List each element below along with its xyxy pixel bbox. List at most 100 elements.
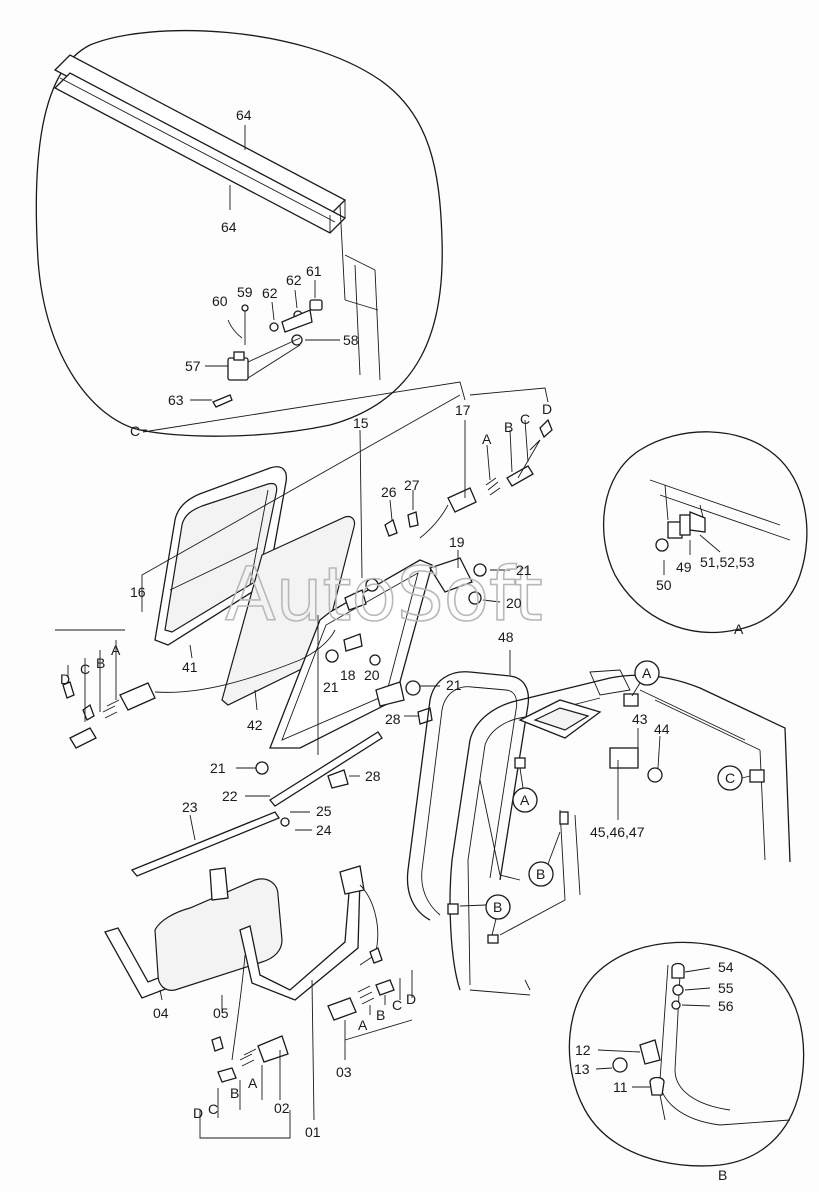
- callout-21: 21: [446, 677, 462, 693]
- callout-17: 17: [455, 402, 471, 418]
- key-03-d: D: [406, 991, 416, 1007]
- callout-20: 20: [506, 595, 522, 611]
- callout-50: 50: [656, 577, 672, 593]
- callout-18: 18: [340, 667, 356, 683]
- callout-21: 21: [210, 760, 226, 776]
- key-17-d: D: [542, 401, 552, 417]
- key-17-a: A: [482, 431, 492, 447]
- callout-48: 48: [498, 629, 514, 645]
- ref-letter-a: A: [642, 665, 652, 681]
- key-03-c: C: [392, 997, 402, 1013]
- ref-circle-a-cab-top: A: [631, 660, 660, 697]
- ref-circle-b-lower: B: [459, 894, 511, 936]
- letter-labels: C A B A B C D A B C D A B C D A B C D: [60, 401, 744, 1183]
- ref-circle-a-cab-side: A: [512, 767, 538, 813]
- detail-c-letter: C: [130, 423, 140, 439]
- detail-a-bubble: [602, 431, 808, 634]
- leader-lines-cab: [617, 728, 661, 820]
- key-02-b: B: [230, 1085, 239, 1101]
- callout-25: 25: [316, 803, 332, 819]
- callout-43: 43: [632, 711, 648, 727]
- callout-01: 01: [305, 1124, 321, 1140]
- callout-11: 11: [613, 1079, 628, 1095]
- door-frame-assembly-15: [269, 511, 487, 755]
- callout-22: 22: [222, 788, 238, 804]
- key-03-b: B: [376, 1007, 385, 1023]
- callout-62: 62: [286, 272, 302, 288]
- ref-circle-c-cab: C: [717, 765, 751, 791]
- callout-62: 62: [262, 285, 278, 301]
- callout-51-52-53: 51,52,53: [700, 554, 755, 570]
- door-seal-part-48: [406, 650, 530, 921]
- watermark-text: AutoSoft: [225, 552, 543, 638]
- callout-02: 02: [274, 1100, 290, 1116]
- sliding-glass-part-42: [221, 515, 356, 706]
- detail-b-letter: B: [718, 1167, 727, 1183]
- hinge-parts-57-63: [212, 299, 323, 408]
- callout-57: 57: [185, 358, 201, 374]
- detail-b-bubble: [568, 941, 805, 1167]
- callout-26: 26: [381, 484, 397, 500]
- latch-part-02: [199, 1035, 291, 1139]
- callout-56: 56: [718, 998, 734, 1014]
- detail-a-letter: A: [734, 621, 744, 637]
- callout-27: 27: [404, 477, 420, 493]
- guide-rail-22-23: [130, 731, 383, 877]
- callout-labels: 64 64 61 62 62 59 60 57 58 63 15 17 16 2…: [130, 107, 755, 1140]
- callout-24: 24: [316, 822, 332, 838]
- key-16-d: D: [60, 671, 70, 687]
- callout-59: 59: [237, 284, 253, 300]
- key-17-c: C: [520, 411, 530, 427]
- callout-15: 15: [353, 415, 369, 431]
- callout-55: 55: [718, 980, 734, 996]
- ref-letter-b: B: [536, 866, 545, 882]
- ref-letter-c: C: [725, 770, 735, 786]
- callout-21: 21: [323, 679, 339, 695]
- glass-panel-part-05: [154, 867, 283, 1012]
- latch-part-17: [419, 418, 553, 539]
- callout-23: 23: [182, 799, 198, 815]
- leader-lines-detail-c: [190, 125, 340, 401]
- callout-64: 64: [221, 219, 237, 235]
- ref-circle-b-upper: B: [528, 831, 561, 887]
- key-02-a: A: [248, 1075, 258, 1091]
- callout-54: 54: [718, 959, 734, 975]
- callout-04: 04: [153, 1005, 169, 1021]
- callout-44: 44: [654, 721, 670, 737]
- key-17-b: B: [504, 419, 513, 435]
- callout-05: 05: [213, 1005, 229, 1021]
- weather-strip-part-64: [53, 54, 347, 234]
- callout-28: 28: [385, 711, 401, 727]
- callout-03: 03: [336, 1064, 352, 1080]
- key-16-c: C: [80, 661, 90, 677]
- cab-corner-detail-c: [339, 204, 381, 381]
- leader-lines-main: [55, 381, 549, 841]
- callout-41: 41: [182, 659, 198, 675]
- latch-part-03: [327, 947, 413, 1060]
- latch-part-16: [62, 629, 336, 749]
- callout-60: 60: [212, 293, 228, 309]
- callout-28: 28: [365, 768, 381, 784]
- callout-42: 42: [247, 717, 263, 733]
- key-16-a: A: [111, 642, 121, 658]
- key-02-c: C: [208, 1101, 218, 1117]
- detail-c-bubble: [35, 29, 443, 437]
- key-03-a: A: [358, 1017, 368, 1033]
- callout-20: 20: [364, 667, 380, 683]
- callout-61: 61: [306, 263, 322, 279]
- ref-letter-b: B: [493, 899, 502, 915]
- callout-13: 13: [574, 1061, 590, 1077]
- callout-12: 12: [575, 1042, 591, 1058]
- callout-58: 58: [343, 332, 359, 348]
- callout-19: 19: [449, 534, 465, 550]
- key-16-b: B: [96, 655, 105, 671]
- callout-21: 21: [516, 562, 532, 578]
- callout-49: 49: [676, 559, 692, 575]
- callout-63: 63: [168, 392, 184, 408]
- key-02-d: D: [193, 1105, 203, 1121]
- callout-64: 64: [236, 107, 252, 123]
- cab-frame: [447, 669, 791, 996]
- callout-45-46-47: 45,46,47: [590, 824, 645, 840]
